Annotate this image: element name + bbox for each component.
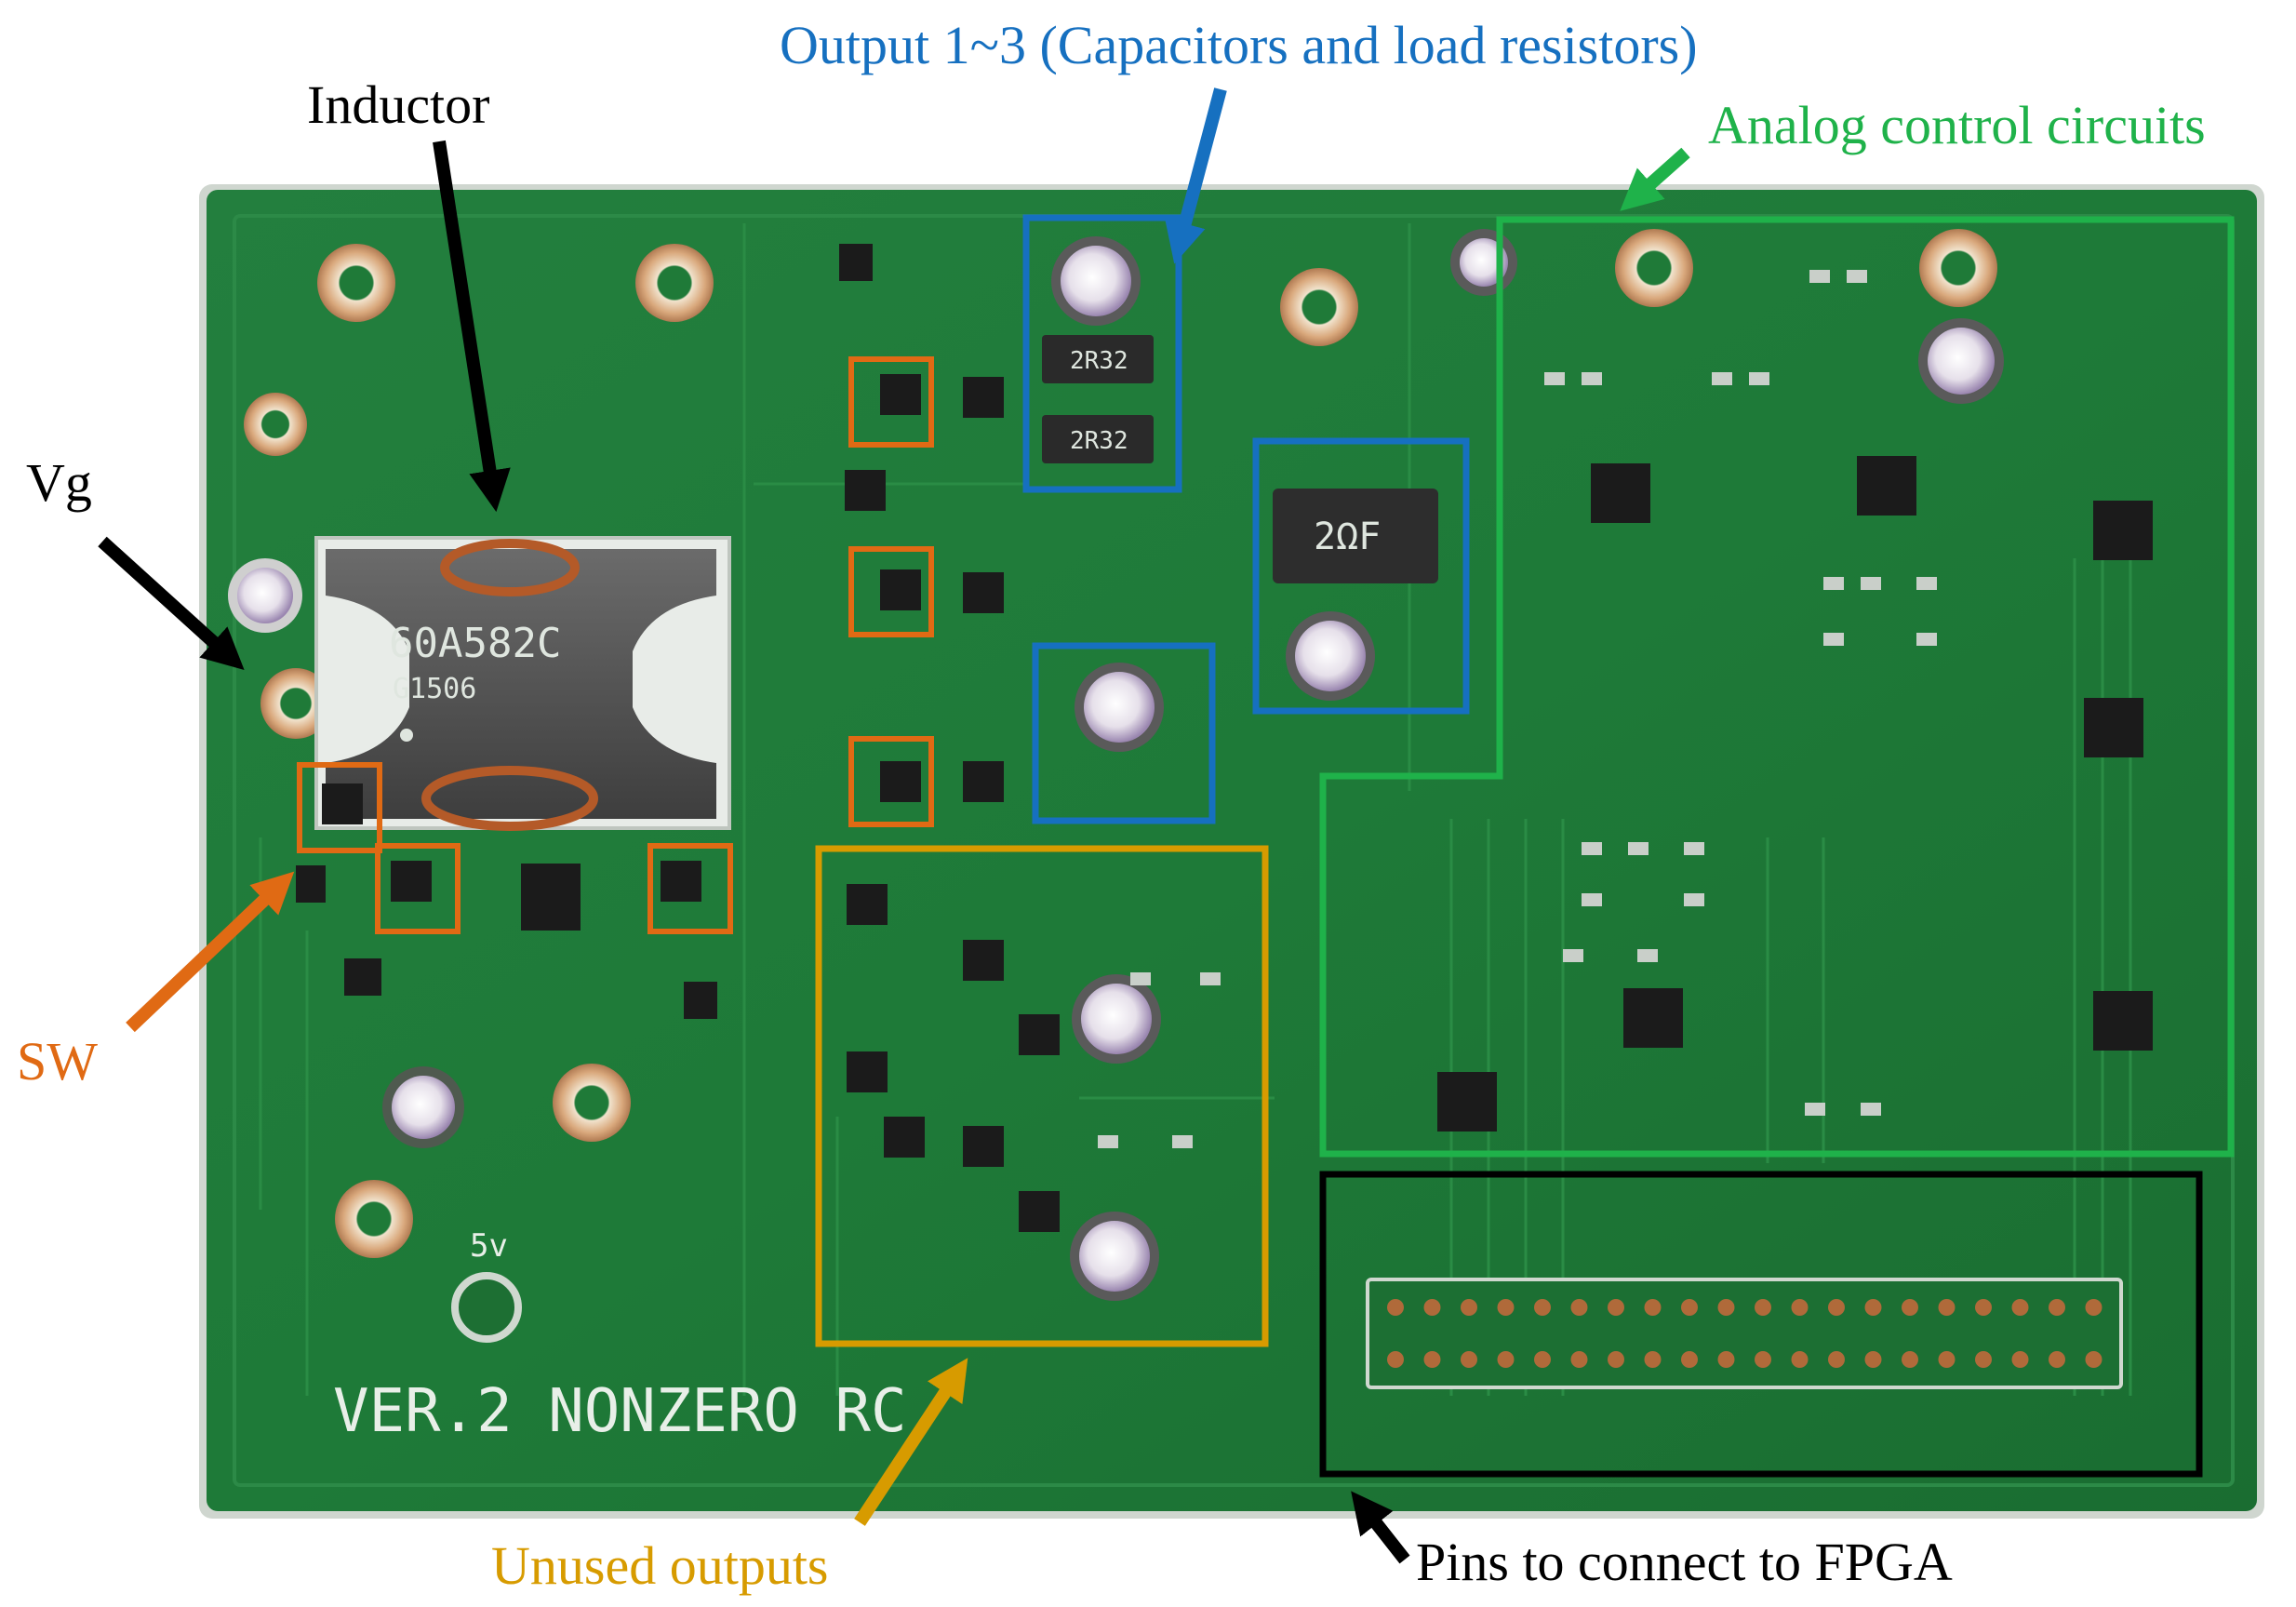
fpga-caption: Pins to connect to FPGA [1416, 1532, 1953, 1592]
inductor-component: 60A582C G1506 [314, 536, 731, 831]
header-pin [1791, 1299, 1809, 1316]
header-pin [1938, 1299, 1956, 1316]
inductor-arrow [433, 140, 511, 513]
header-pin [1902, 1299, 1918, 1316]
passive-components [1098, 270, 1937, 1148]
header-pin [1644, 1351, 1662, 1368]
power-label: 5v [470, 1227, 508, 1265]
header-pin [1791, 1351, 1809, 1368]
header-pin [1570, 1299, 1588, 1316]
analog-arrow [1620, 147, 1690, 211]
5v-test-point: 5v [451, 1227, 522, 1343]
header-pin [1608, 1299, 1624, 1316]
header-pin [1461, 1351, 1477, 1368]
resistor-marking-1: 2R32 [1070, 347, 1128, 375]
big-resistor-marking: 2ΩF [1314, 516, 1381, 558]
smd-chips [296, 244, 2153, 1232]
header-pin [1608, 1351, 1624, 1368]
header-pin [1497, 1351, 1515, 1368]
header-pin [1644, 1299, 1662, 1316]
inductor-code: G1506 [393, 673, 476, 705]
header-pin [1864, 1351, 1882, 1368]
analog-highlight-box [1319, 216, 2235, 1158]
header-pin [2011, 1351, 2029, 1368]
header-pin [2085, 1299, 2102, 1316]
analog-caption: Analog control circuits [1708, 95, 2206, 155]
resistor-marking-2: 2R32 [1070, 427, 1128, 455]
sw-arrow [126, 871, 295, 1033]
unused-highlight-box [815, 845, 1269, 1347]
header-pin [1902, 1351, 1918, 1368]
header-pin [1534, 1351, 1551, 1368]
header-pin [1423, 1299, 1441, 1316]
outputs-caption: Output 1~3 (Capacitors and load resistor… [780, 15, 1698, 75]
header-pin [1828, 1299, 1845, 1316]
header-pin [1681, 1351, 1698, 1368]
header-pin [2049, 1299, 2065, 1316]
header-pin [1755, 1351, 1771, 1368]
header-pin [1423, 1351, 1441, 1368]
outputs-arrow [1165, 87, 1227, 264]
header-pin [1717, 1299, 1735, 1316]
header-pin [1387, 1351, 1404, 1368]
header-pin [1975, 1351, 1992, 1368]
header-pin [1938, 1351, 1956, 1368]
header-pin [1570, 1351, 1588, 1368]
unused-caption: Unused outputs [491, 1535, 829, 1596]
sw-highlight-boxes [297, 356, 934, 934]
header-pin [1717, 1351, 1735, 1368]
output-highlight-boxes [1022, 214, 1470, 824]
fpga-arrow [1351, 1491, 1410, 1564]
inductor-caption: Inductor [307, 74, 490, 135]
fpga-highlight-box [1319, 1171, 2203, 1478]
header-pin [1864, 1299, 1882, 1316]
inductor-marking: 60A582C [389, 620, 561, 667]
mounting-holes [244, 229, 1997, 1258]
header-pin [1387, 1299, 1404, 1316]
header-pin [1975, 1299, 1992, 1316]
unused-arrow [854, 1358, 968, 1526]
load-resistors: 2R32 2R32 2ΩF [1042, 335, 1438, 583]
header-pin [1681, 1299, 1698, 1316]
fpga-header [1366, 1278, 2123, 1389]
board-silkscreen: VER.2 NONZERO RC [333, 1377, 907, 1446]
header-pin [1461, 1299, 1477, 1316]
header-pin [1497, 1299, 1515, 1316]
header-pin [2049, 1351, 2065, 1368]
sw-caption: SW [17, 1031, 98, 1091]
header-pin [1755, 1299, 1771, 1316]
header-pin [2011, 1299, 2029, 1316]
vg-caption: Vg [26, 452, 92, 513]
header-pin [2085, 1351, 2102, 1368]
header-pin [1534, 1299, 1551, 1316]
header-pins [1387, 1299, 2102, 1368]
vg-arrow [98, 536, 245, 671]
header-pin [1828, 1351, 1845, 1368]
input-capacitor [228, 558, 302, 633]
